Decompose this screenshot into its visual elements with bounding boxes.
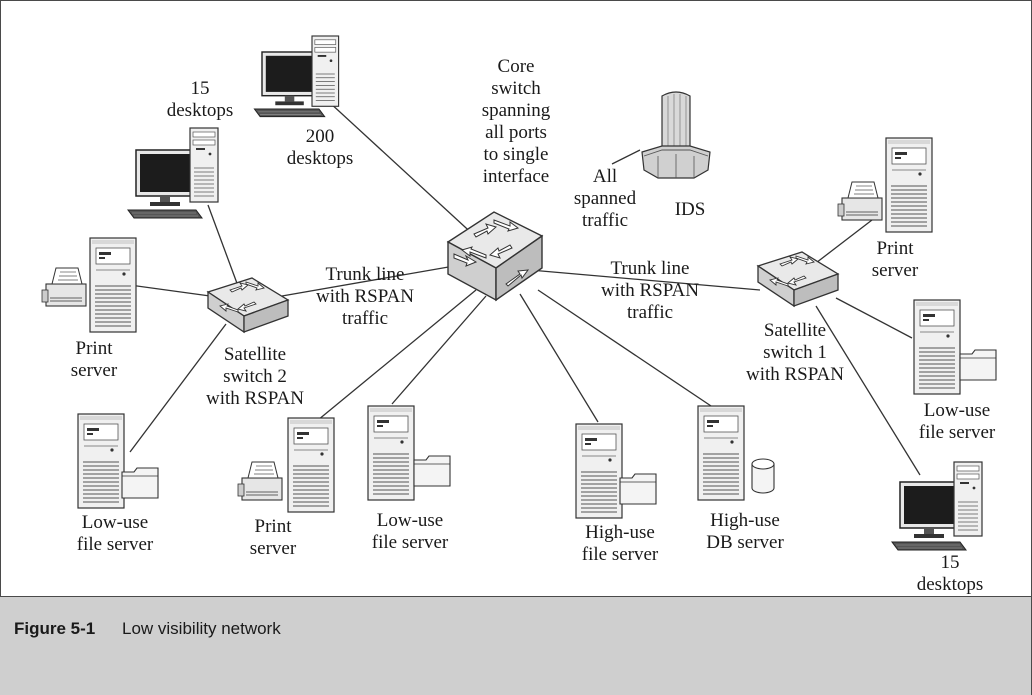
label-trunk-left: Trunk line with RSPAN traffic <box>315 264 415 329</box>
desktops-15-left-icon <box>127 127 219 219</box>
highuse-file-server-icon <box>575 423 657 519</box>
satellite-switch-1-icon <box>757 251 839 307</box>
print-server-right-icon <box>837 137 933 233</box>
label-highuse-db: High-use DB server <box>706 510 784 553</box>
label-highuse-file: High-use file server <box>581 522 659 565</box>
label-200-desktops: 200 desktops <box>286 126 354 169</box>
label-print-server-center: Print server <box>249 516 297 559</box>
label-ids: IDS <box>674 199 706 220</box>
figure-title: Low visibility network <box>122 619 281 638</box>
link-core-highuse-file <box>519 293 599 423</box>
label-print-server-left: Print server <box>70 338 118 381</box>
label-satellite-2: Satellite switch 2 with RSPAN <box>205 344 305 409</box>
label-all-spanned-traffic: All spanned traffic <box>573 166 637 231</box>
link-sat2-lowuse-left <box>129 323 227 453</box>
label-print-server-right: Print server <box>871 238 919 281</box>
network-links <box>107 89 921 476</box>
label-15-desktops-left: 15 desktops <box>166 78 234 121</box>
link-core-print-center <box>317 289 477 421</box>
label-lowuse-file-center: Low-use file server <box>371 510 449 553</box>
label-15-desktops-right: 15 desktops <box>916 552 984 595</box>
link-core-trunk-left <box>281 264 461 297</box>
link-core-lowuse-center <box>391 295 487 405</box>
print-server-left-icon <box>41 237 137 333</box>
label-trunk-right: Trunk line with RSPAN traffic <box>600 258 700 323</box>
label-core-switch: Core switch spanning all ports to single… <box>481 56 551 187</box>
link-sat1-15-desktops <box>815 305 921 476</box>
desktops-15-right-icon <box>891 461 983 551</box>
lowuse-file-server-center-icon <box>367 405 451 501</box>
figure-caption: Figure 5-1 Low visibility network <box>0 596 1031 695</box>
network-diagram <box>41 35 997 551</box>
link-sat1-lowuse-right <box>835 297 913 339</box>
link-core-200-desktops <box>315 89 491 251</box>
lowuse-file-server-left-icon <box>77 413 159 509</box>
ids-icon <box>641 91 711 179</box>
highuse-db-server-icon <box>697 405 775 501</box>
link-core-trunk-right <box>529 269 761 291</box>
link-core-ids <box>611 149 641 165</box>
label-satellite-1: Satellite switch 1 with RSPAN <box>745 320 845 385</box>
link-sat1-print-right <box>811 219 873 267</box>
label-lowuse-file-right: Low-use file server <box>918 400 996 443</box>
label-lowuse-file-left: Low-use file server <box>76 512 154 555</box>
satellite-switch-2-icon <box>207 277 289 333</box>
desktops-200-icon <box>253 35 340 118</box>
link-core-highuse-db <box>537 289 721 413</box>
lowuse-file-server-right-icon <box>913 299 997 395</box>
link-sat2-15-desktops <box>207 204 239 287</box>
figure-number: Figure 5-1 <box>14 619 96 638</box>
print-server-center-icon <box>237 417 335 513</box>
